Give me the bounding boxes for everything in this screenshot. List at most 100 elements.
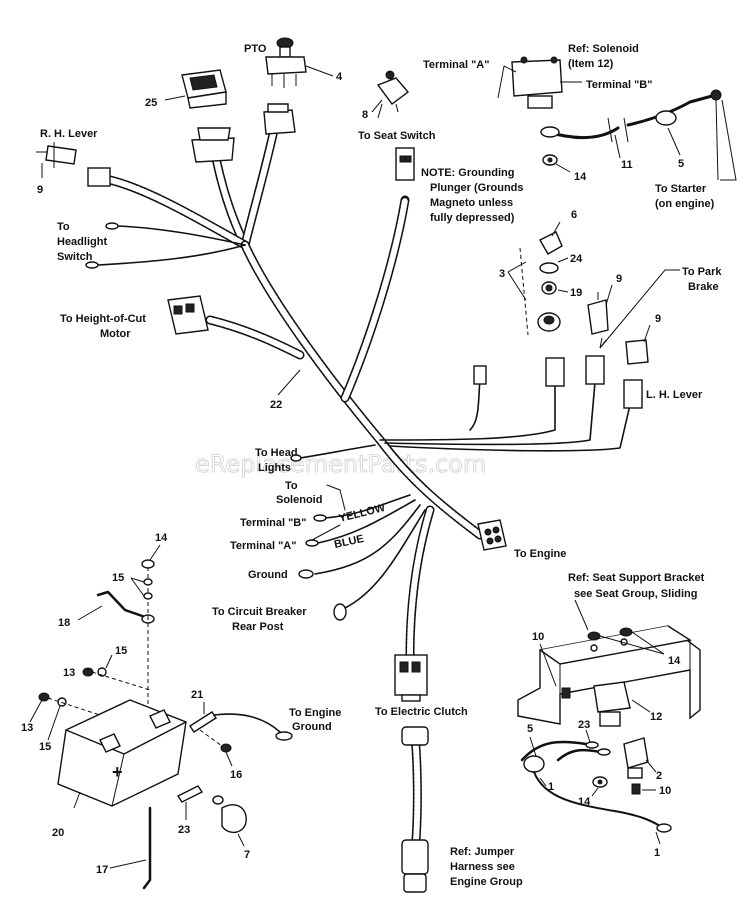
label-note-3: Magneto unless — [430, 197, 513, 209]
callout-16: 16 — [230, 769, 242, 781]
label-to-cb-2: Rear Post — [232, 621, 284, 633]
callout-5-top: 5 — [678, 158, 684, 170]
callout-25: 25 — [145, 97, 157, 109]
seat-support-bracket — [517, 599, 701, 725]
label-ref-jumper-1: Ref: Jumper — [450, 846, 515, 858]
bolt-10-top — [539, 643, 571, 699]
ground-ring — [298, 569, 314, 579]
label-note-4: fully depressed) — [430, 212, 515, 224]
harness-connectors-right — [473, 355, 643, 409]
callout-15-top: 15 — [112, 572, 124, 584]
callout-13-top: 13 — [63, 667, 75, 679]
callout-20: 20 — [52, 827, 64, 839]
label-rh-lever: R. H. Lever — [40, 128, 98, 140]
callout-15-mid: 15 — [115, 645, 127, 657]
callout-14-battery: 14 — [155, 532, 168, 544]
battery-plus-sign: + — [112, 762, 123, 782]
electric-clutch-connector — [394, 654, 428, 702]
lh-lever-switch-9 — [625, 324, 651, 365]
label-terminal-b-mid: Terminal "B" — [240, 517, 306, 529]
label-ref-seat-1: Ref: Seat Support Bracket — [568, 572, 705, 584]
seat-switch-8 — [371, 70, 410, 119]
cable-23-battery — [176, 785, 224, 820]
label-pto: PTO — [244, 43, 267, 55]
nut-14-lower — [591, 776, 608, 797]
label-to-headlight-2: Headlight — [57, 236, 107, 248]
callout-13-bottom: 13 — [21, 722, 33, 734]
label-to-park-1: To Park — [682, 266, 722, 278]
head-lights-terminal — [290, 454, 302, 462]
park-brake-switch-9 — [587, 284, 613, 335]
callout-2: 2 — [656, 770, 662, 782]
label-to-engine-ground-1: To Engine — [289, 707, 341, 719]
label-to-park-2: Brake — [688, 281, 719, 293]
label-blue: BLUE — [333, 533, 365, 551]
terminal-b-ring — [313, 514, 327, 522]
callout-23-battery: 23 — [178, 824, 190, 836]
hoc-motor-connector — [167, 295, 209, 335]
callout-7: 7 — [244, 849, 250, 861]
callout-10-top: 10 — [532, 631, 544, 643]
callout-12: 12 — [650, 711, 662, 723]
label-to-starter-2: (on engine) — [655, 198, 715, 210]
label-ref-jumper-2: Harness see — [450, 861, 515, 873]
label-to-electric-clutch: To Electric Clutch — [375, 706, 468, 718]
label-note-1: NOTE: Grounding — [421, 167, 514, 179]
callout-17: 17 — [96, 864, 108, 876]
watermark: eReplacementParts.com — [195, 450, 486, 478]
label-to-head-lights-2: Lights — [258, 462, 291, 474]
circuit-breaker-2 — [623, 737, 657, 779]
terminal-a-ring — [305, 539, 319, 547]
engine-ground-cable-21 — [189, 702, 293, 741]
label-ground: Ground — [248, 569, 288, 581]
headlight-terminals — [85, 222, 119, 269]
callout-14-bracket: 14 — [668, 655, 681, 667]
thin-wires — [97, 225, 631, 609]
callout-15-bottom: 15 — [39, 741, 51, 753]
cables-5-23-lower — [520, 729, 672, 845]
callout-18: 18 — [58, 617, 70, 629]
label-ref-seat-2: see Seat Group, Sliding — [574, 588, 697, 600]
callout-22: 22 — [270, 399, 282, 411]
battery-terminal-hardware — [38, 654, 151, 721]
callout-10-lower: 10 — [659, 785, 671, 797]
callout-9-park: 9 — [616, 273, 622, 285]
callout-1-bottom: 1 — [654, 847, 660, 859]
solenoid-12 — [593, 681, 651, 727]
rocker-switch-25 — [164, 69, 227, 109]
nut-16 — [199, 729, 233, 767]
label-terminal-a-mid: Terminal "A" — [230, 540, 296, 552]
label-note-2: Plunger (Grounds — [430, 182, 524, 194]
label-to-engine: To Engine — [514, 548, 566, 560]
label-to-solenoid-2: Solenoid — [276, 494, 322, 506]
label-to-head-lights-1: To Head — [255, 447, 298, 459]
main-harness-loom — [105, 125, 485, 660]
nut-14-top — [542, 154, 571, 173]
callout-5-lower: 5 — [527, 723, 533, 735]
callout-11: 11 — [621, 159, 633, 171]
starter-cable — [540, 89, 737, 181]
battery-20 — [57, 699, 187, 809]
label-ref-solenoid-1: Ref: Solenoid — [568, 43, 639, 55]
pto-switch-4 — [265, 37, 334, 88]
harness-connector-upper-right — [263, 103, 296, 135]
engine-connector — [477, 519, 507, 551]
label-to-engine-ground-2: Ground — [292, 721, 332, 733]
label-to-solenoid-1: To — [285, 480, 298, 492]
key-switch-group — [507, 221, 569, 336]
callout-14-lower: 14 — [578, 796, 591, 808]
boot-7 — [221, 804, 247, 847]
callout-23-lower: 23 — [578, 719, 590, 731]
label-to-hoc-1: To Height-of-Cut — [60, 313, 146, 325]
seat-switch-connector — [395, 147, 415, 181]
callout-4: 4 — [336, 71, 343, 83]
label-lh-lever: L. H. Lever — [646, 389, 703, 401]
callout-21: 21 — [191, 689, 203, 701]
callout-6: 6 — [571, 209, 577, 221]
callout-9-lh: 9 — [655, 313, 661, 325]
harness-connector-upper-left — [191, 127, 235, 163]
callout-8: 8 — [362, 109, 368, 121]
label-to-cb-1: To Circuit Breaker — [212, 606, 307, 618]
label-to-starter-1: To Starter — [655, 183, 707, 195]
